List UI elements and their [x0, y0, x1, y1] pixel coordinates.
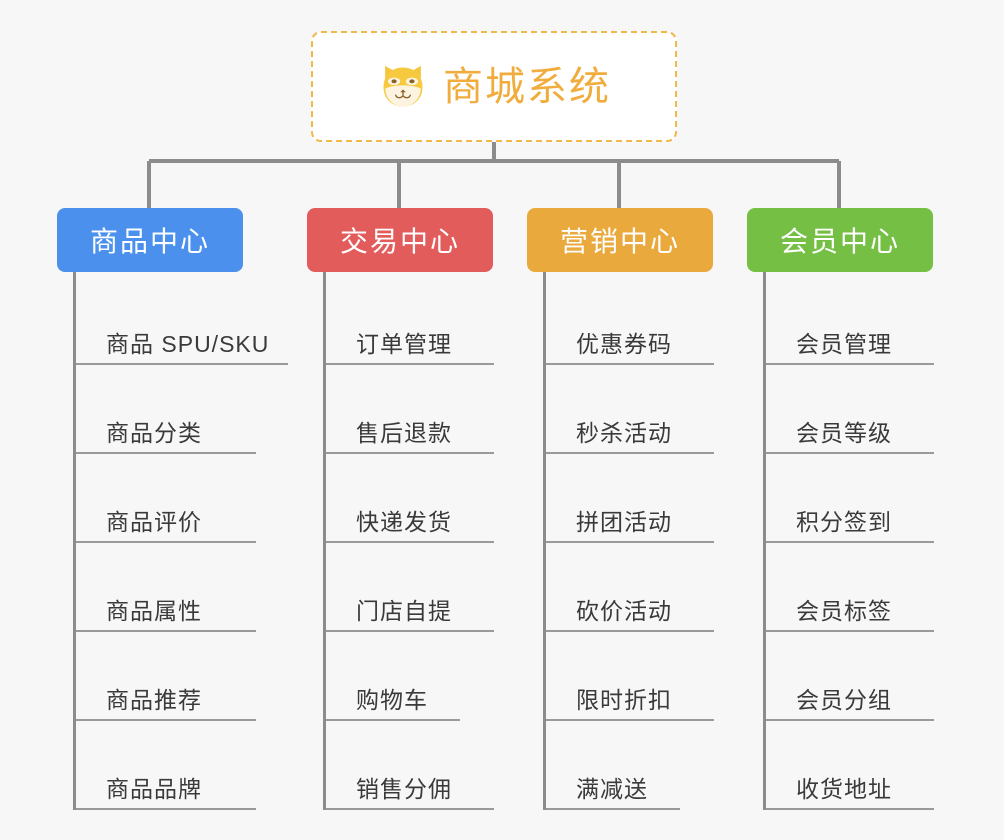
leaf-item[interactable]: 会员标签: [766, 543, 934, 632]
leaf-item[interactable]: 门店自提: [326, 543, 494, 632]
leaf-label: 商品 SPU/SKU: [106, 331, 270, 358]
leaf-label: 商品属性: [106, 598, 202, 625]
leaf-label: 砍价活动: [576, 598, 672, 625]
leaf-item[interactable]: 砍价活动: [546, 543, 714, 632]
leaf-item[interactable]: 优惠券码: [546, 276, 714, 365]
leaf-label: 会员标签: [796, 598, 892, 625]
branch-header-2[interactable]: 营销中心: [527, 208, 713, 272]
leaf-item[interactable]: 商品品牌: [76, 721, 256, 810]
branch-column-0: 商品中心 商品 SPU/SKU 商品分类 商品评价 商品属性 商品推荐 商品品牌: [57, 208, 288, 810]
leaf-item[interactable]: 快递发货: [326, 454, 494, 543]
leaf-item[interactable]: 限时折扣: [546, 632, 714, 721]
leaf-item[interactable]: 售后退款: [326, 365, 494, 454]
leaf-label: 拼团活动: [576, 509, 672, 536]
branch-label-0: 商品中心: [89, 226, 210, 257]
leaf-item[interactable]: 会员管理: [766, 276, 934, 365]
leaf-label: 限时折扣: [576, 687, 672, 714]
leaf-label: 商品推荐: [106, 687, 202, 714]
leaf-label: 优惠券码: [576, 331, 672, 358]
branch-column-1: 交易中心 订单管理 售后退款 快递发货 门店自提 购物车 销售分佣: [307, 208, 494, 810]
leaf-label: 售后退款: [356, 420, 452, 447]
leaf-item[interactable]: 满减送: [546, 721, 680, 810]
root-node[interactable]: 商城系统: [311, 31, 677, 142]
leaf-stack-3: 会员管理 会员等级 积分签到 会员标签 会员分组 收货地址: [763, 272, 934, 810]
leaf-label: 积分签到: [796, 509, 892, 536]
branch-label-3: 会员中心: [779, 226, 900, 257]
branch-column-3: 会员中心 会员管理 会员等级 积分签到 会员标签 会员分组 收货地址: [747, 208, 934, 810]
leaf-label: 收货地址: [796, 776, 892, 803]
leaf-label: 会员等级: [796, 420, 892, 447]
leaf-item[interactable]: 会员分组: [766, 632, 934, 721]
leaf-label: 商品评价: [106, 509, 202, 536]
root-title: 商城系统: [443, 64, 611, 109]
leaf-item[interactable]: 积分签到: [766, 454, 934, 543]
branch-column-2: 营销中心 优惠券码 秒杀活动 拼团活动 砍价活动 限时折扣 满减送: [527, 208, 714, 810]
leaf-item[interactable]: 销售分佣: [326, 721, 494, 810]
leaf-label: 门店自提: [356, 598, 452, 625]
leaf-label: 销售分佣: [356, 776, 452, 803]
branch-header-0[interactable]: 商品中心: [57, 208, 243, 272]
leaf-item[interactable]: 会员等级: [766, 365, 934, 454]
branch-label-1: 交易中心: [339, 226, 460, 257]
leaf-label: 商品品牌: [106, 776, 202, 803]
leaf-label: 会员管理: [796, 331, 892, 358]
leaf-label: 秒杀活动: [576, 420, 672, 447]
leaf-stack-0: 商品 SPU/SKU 商品分类 商品评价 商品属性 商品推荐 商品品牌: [73, 272, 288, 810]
leaf-item[interactable]: 秒杀活动: [546, 365, 714, 454]
branch-header-1[interactable]: 交易中心: [307, 208, 493, 272]
branch-header-3[interactable]: 会员中心: [747, 208, 933, 272]
leaf-item[interactable]: 商品属性: [76, 543, 256, 632]
leaf-label: 会员分组: [796, 687, 892, 714]
leaf-item[interactable]: 商品推荐: [76, 632, 256, 721]
branch-label-2: 营销中心: [559, 226, 680, 257]
leaf-label: 满减送: [576, 776, 648, 803]
leaf-item[interactable]: 商品评价: [76, 454, 256, 543]
leaf-label: 购物车: [356, 687, 428, 714]
leaf-label: 商品分类: [106, 420, 202, 447]
leaf-item[interactable]: 拼团活动: [546, 454, 714, 543]
leaf-label: 订单管理: [356, 331, 452, 358]
leaf-item[interactable]: 购物车: [326, 632, 460, 721]
shiba-dog-icon: [383, 65, 423, 106]
leaf-item[interactable]: 订单管理: [326, 276, 494, 365]
leaf-label: 快递发货: [356, 509, 452, 536]
leaf-item[interactable]: 商品 SPU/SKU: [76, 276, 288, 365]
leaf-stack-2: 优惠券码 秒杀活动 拼团活动 砍价活动 限时折扣 满减送: [543, 272, 714, 810]
leaf-item[interactable]: 商品分类: [76, 365, 256, 454]
leaf-stack-1: 订单管理 售后退款 快递发货 门店自提 购物车 销售分佣: [323, 272, 494, 810]
leaf-item[interactable]: 收货地址: [766, 721, 934, 810]
